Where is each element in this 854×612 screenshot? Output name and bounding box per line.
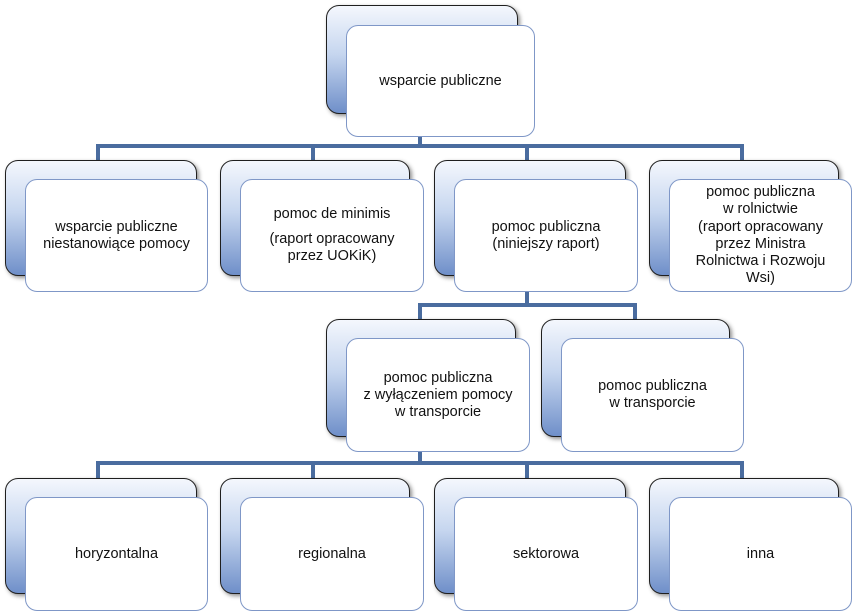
node-root-label: wsparcie publiczne bbox=[379, 72, 502, 89]
node-label-line: w transporcie bbox=[609, 395, 696, 411]
node-label-line: pomoc publiczna bbox=[383, 369, 493, 386]
node-label-line: niestanowiące pomocy bbox=[43, 235, 190, 252]
node-label-line: przez UOKiK) bbox=[287, 248, 377, 264]
node-label-line: z wyłączeniem pomocy bbox=[363, 386, 513, 403]
node-label-line: w rolnictwie bbox=[723, 201, 798, 217]
node-root-box: wsparcie publiczne bbox=[346, 25, 535, 137]
node-label-line: pomoc publiczna bbox=[706, 184, 815, 200]
node-label-line: sektorowa bbox=[512, 545, 580, 562]
node-label-line: (raport opracowany bbox=[698, 219, 823, 235]
node-label-line: pomoc publiczna bbox=[491, 218, 601, 235]
node-label-line: (niniejszy raport) bbox=[492, 235, 600, 252]
node-label-line: w transporcie bbox=[394, 403, 482, 420]
node-label-line: inna bbox=[746, 545, 775, 562]
node-label-line: przez Ministra bbox=[715, 236, 806, 252]
node-label-line: pomoc de minimis bbox=[273, 206, 391, 222]
node-label-line: regionalna bbox=[298, 545, 366, 562]
node-label-line: Rolnictwa i Rozwoju bbox=[695, 253, 826, 269]
node-label-line: Wsi) bbox=[746, 270, 775, 286]
node-label-line: (raport opracowany bbox=[269, 231, 395, 247]
node-label-line: wsparcie publiczne bbox=[55, 218, 178, 235]
node-label-line: horyzontalna bbox=[74, 545, 159, 562]
node-label-line: pomoc publiczna bbox=[598, 378, 707, 394]
